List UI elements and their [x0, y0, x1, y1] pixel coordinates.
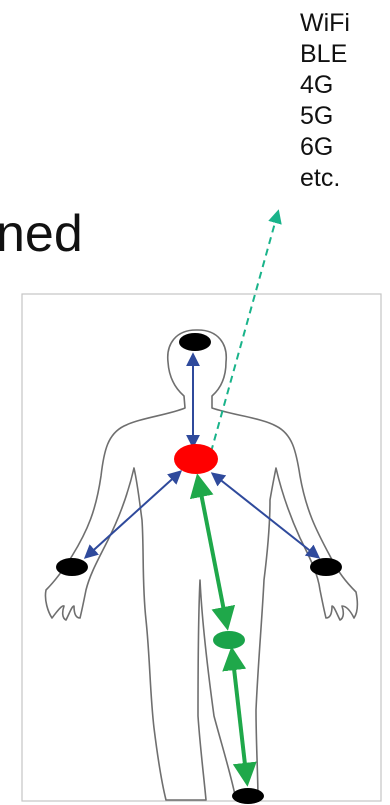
left-hand-node: [56, 558, 88, 576]
knee-node: [213, 631, 245, 649]
head-node: [179, 333, 211, 351]
chest-hub-node: [174, 444, 218, 474]
foot-node: [232, 788, 264, 804]
right-hand-node: [310, 558, 342, 576]
figure-frame: [22, 294, 381, 801]
